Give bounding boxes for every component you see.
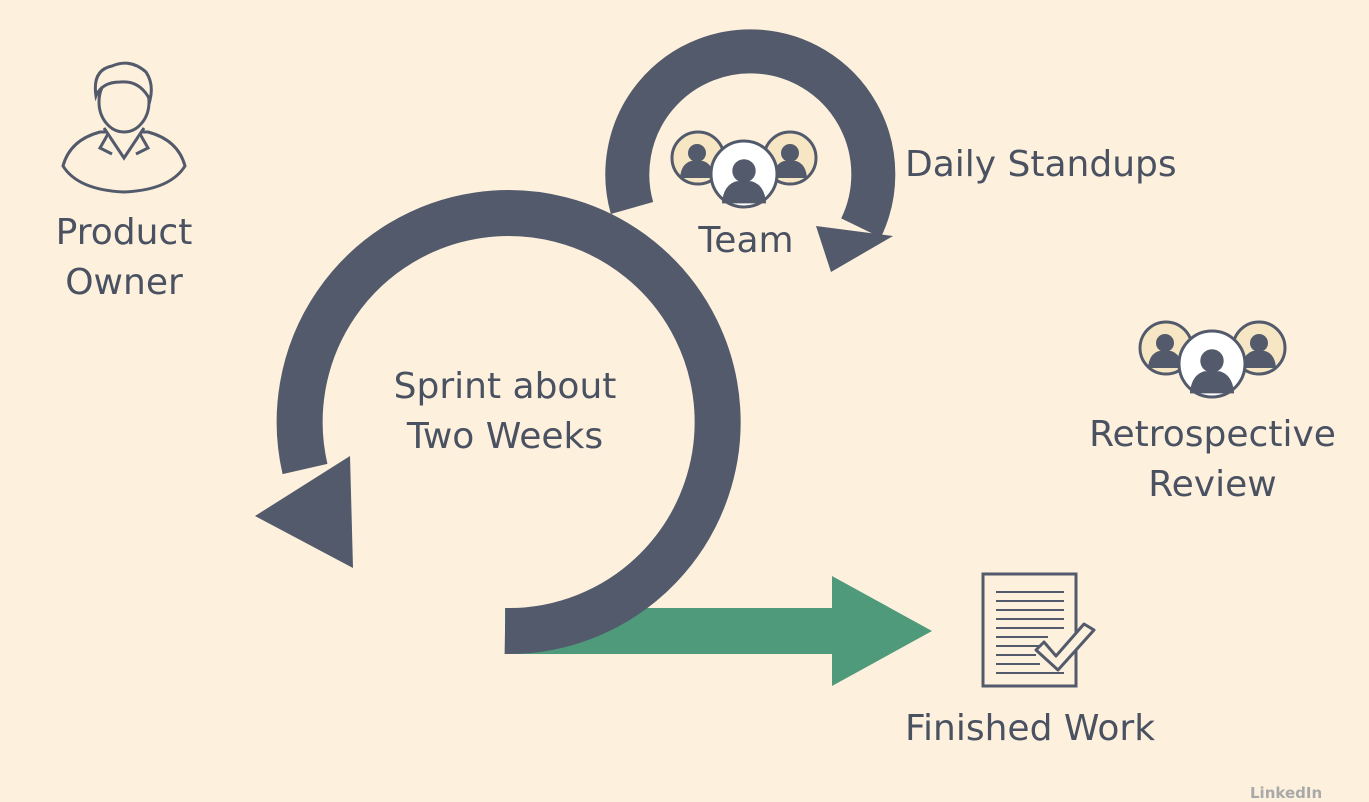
- daily-standup-loop: [605, 29, 896, 272]
- retrospective-team-icon: [1138, 320, 1287, 399]
- retrospective-review-label: Retrospective Review: [1080, 410, 1345, 510]
- product-owner-label-line1: Product: [55, 212, 193, 253]
- retrospective-label-line1: Retrospective: [1089, 414, 1336, 455]
- daily-standups-label: Daily Standups: [905, 144, 1177, 185]
- sprint-loop: [255, 190, 741, 655]
- finished-work-label: Finished Work: [904, 708, 1156, 749]
- product-owner-label: Product Owner: [24, 208, 224, 308]
- team-label: Team: [698, 220, 794, 261]
- product-owner-icon: [61, 61, 187, 194]
- sprint-label-line2: Two Weeks: [406, 416, 604, 457]
- sprint-label-line1: Sprint about: [393, 366, 617, 407]
- finished-work-document-icon: [981, 572, 1096, 688]
- retrospective-label-line2: Review: [1148, 464, 1277, 505]
- team-icon: [670, 130, 818, 209]
- sprint-label: Sprint about Two Weeks: [360, 362, 650, 462]
- product-owner-label-line2: Owner: [65, 262, 183, 303]
- linkedin-watermark: LinkedIn: [1250, 784, 1323, 802]
